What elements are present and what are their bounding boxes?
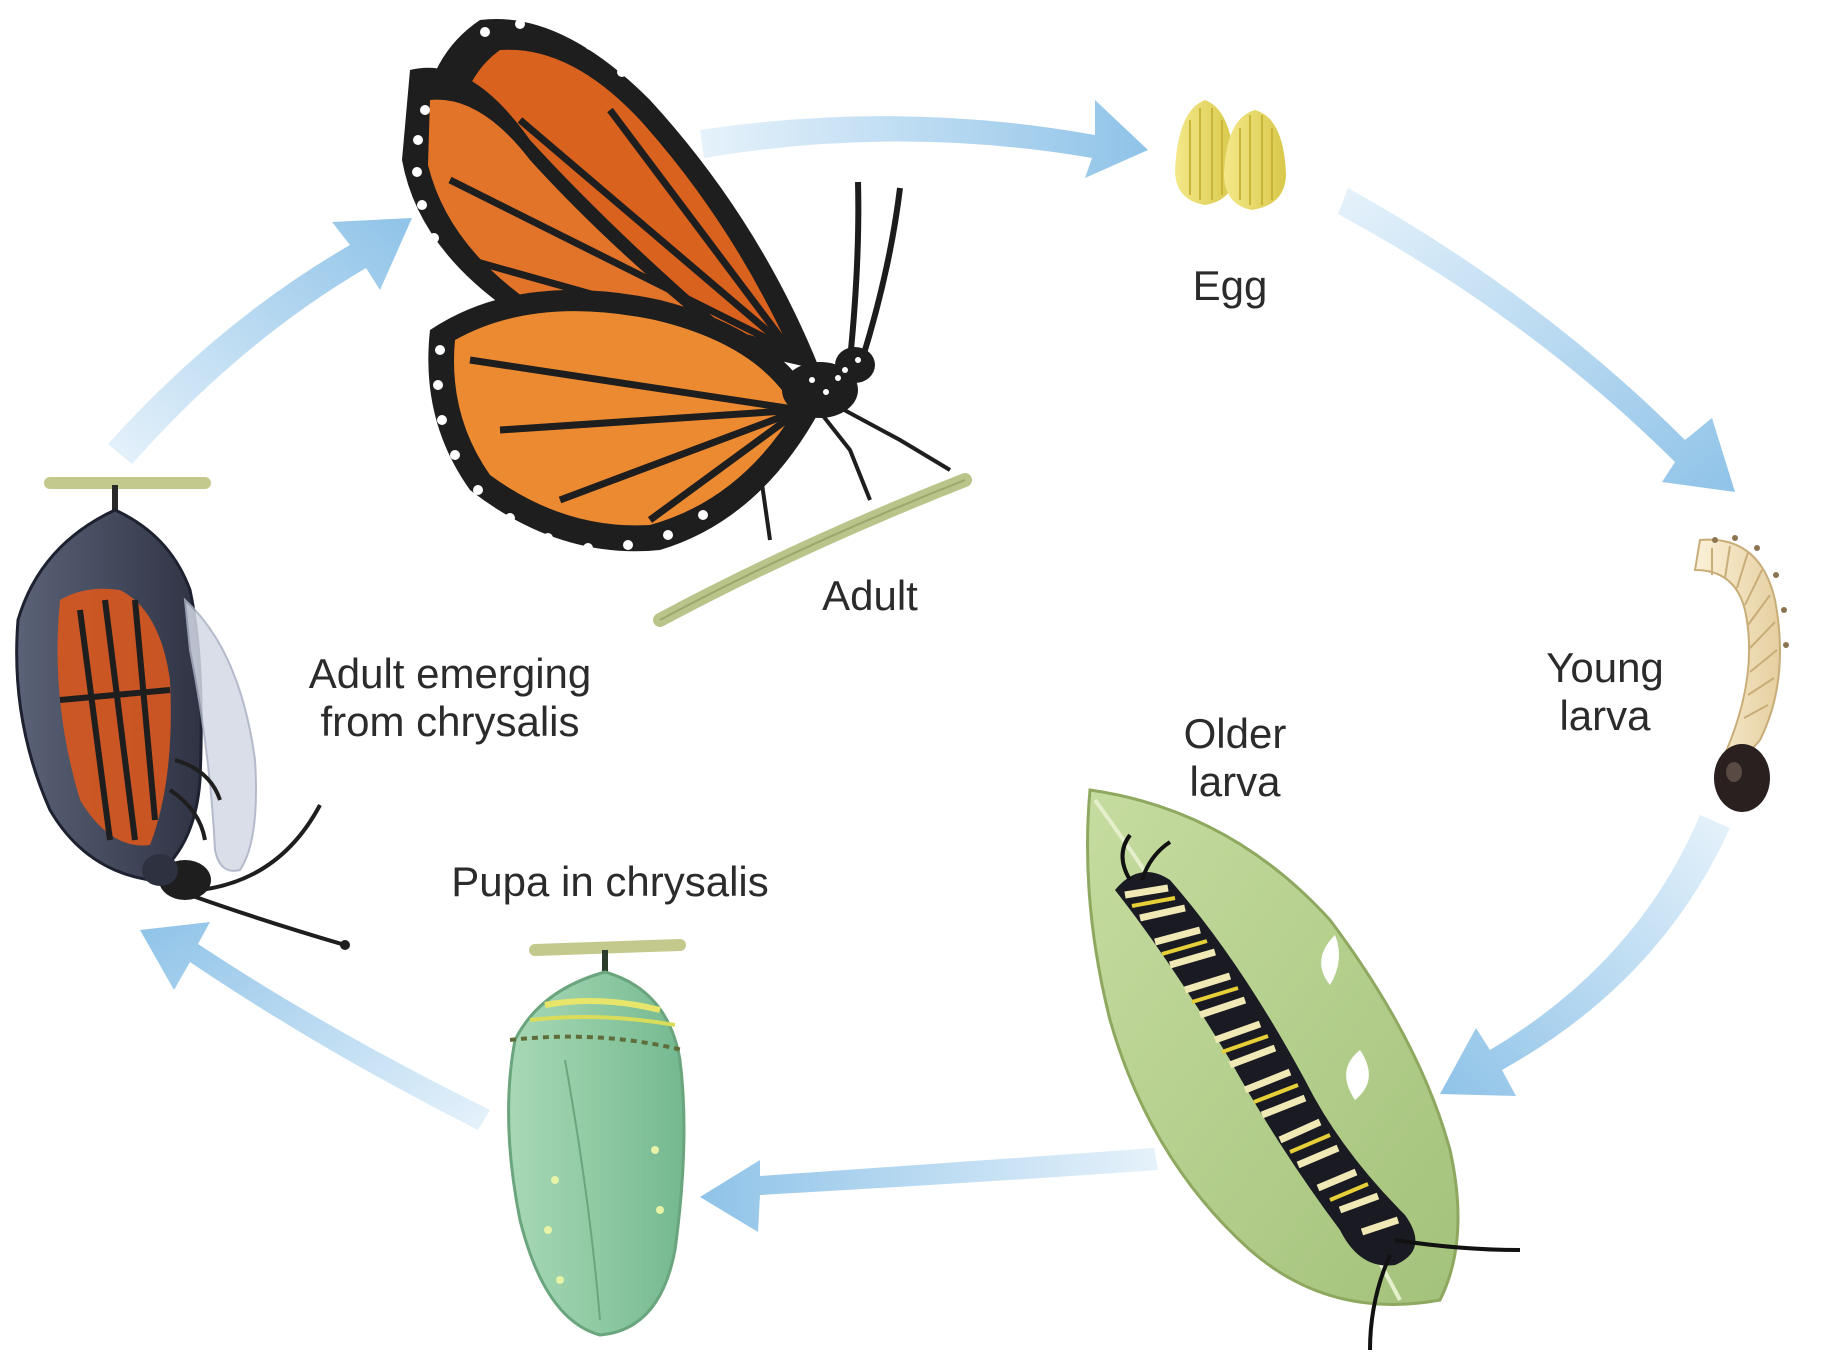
- green-chrysalis-icon: [509, 945, 684, 1335]
- label-older-larva-line2: larva: [1160, 758, 1310, 806]
- label-adult: Adult: [800, 572, 940, 620]
- label-young-larva-line2: larva: [1530, 692, 1680, 740]
- arrow-egg-to-young-larva: [1338, 188, 1735, 492]
- egg-icon: [1175, 100, 1286, 210]
- label-young-larva: Young larva: [1530, 644, 1680, 740]
- label-emerging-line1: Adult emerging: [290, 650, 610, 698]
- label-older-larva-line1: Older: [1160, 710, 1310, 758]
- label-emerging: Adult emerging from chrysalis: [290, 650, 610, 746]
- arrow-young-larva-to-older-larva: [1440, 815, 1730, 1096]
- arrow-older-larva-to-pupa: [700, 1148, 1158, 1232]
- young-larva-icon: [1695, 535, 1789, 812]
- label-young-larva-line1: Young: [1530, 644, 1680, 692]
- label-older-larva: Older larva: [1160, 710, 1310, 806]
- label-pupa: Pupa in chrysalis: [430, 858, 790, 906]
- arrow-adult-to-egg: [700, 100, 1148, 178]
- label-egg: Egg: [1175, 262, 1285, 310]
- arrow-pupa-to-emerging: [140, 922, 490, 1130]
- arrow-emerging-to-adult: [108, 218, 412, 464]
- monarch-butterfly-icon: [402, 19, 965, 620]
- label-emerging-line2: from chrysalis: [290, 698, 610, 746]
